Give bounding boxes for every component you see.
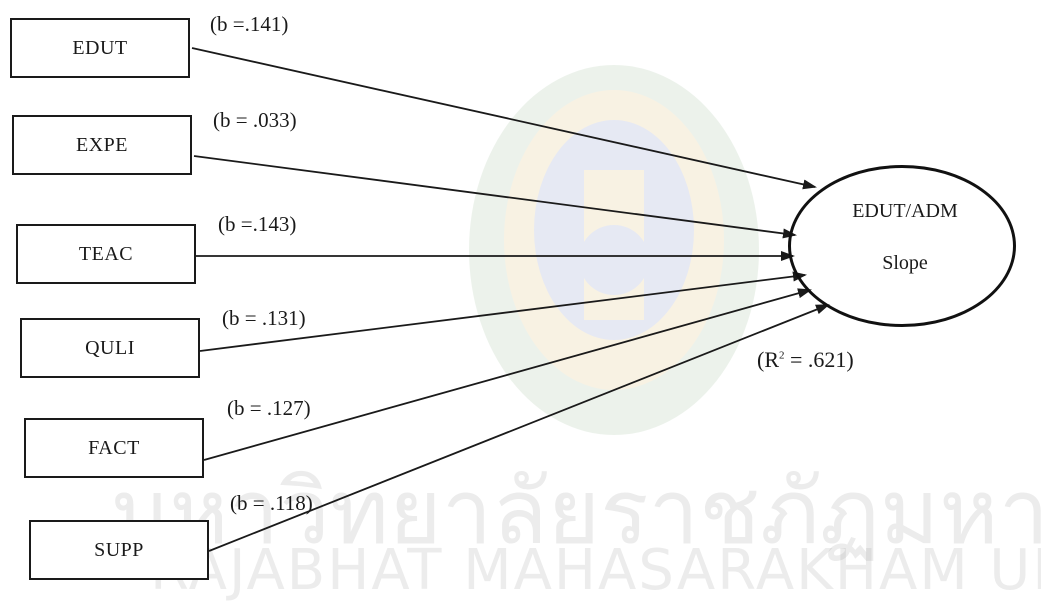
- predictor-label: FACT: [88, 436, 140, 459]
- r-squared-value: = .621): [784, 347, 854, 372]
- arrow-edut: [191, 47, 817, 190]
- coef-label-expe: (b = .033): [213, 108, 297, 132]
- arrow-expe: [193, 155, 797, 239]
- coef-label-quli: (b = .131): [222, 306, 306, 330]
- predictor-box-supp: SUPP: [29, 520, 209, 580]
- predictor-label: EXPE: [76, 133, 128, 156]
- outcome-subtitle: Slope: [882, 252, 928, 274]
- arrow-fact: [203, 288, 812, 461]
- watermark-thai-text: มหาวิทยาลัยราชภัฏมหาสารคาม: [110, 460, 1041, 565]
- predictor-box-fact: FACT: [24, 418, 204, 478]
- predictor-box-quli: QULI: [20, 318, 200, 378]
- predictor-label: SUPP: [94, 538, 144, 561]
- coef-label-supp: (b = .118): [230, 491, 313, 515]
- r-squared-prefix: (R: [757, 347, 779, 372]
- predictor-box-edut: EDUT: [10, 18, 190, 78]
- outcome-ellipse: [788, 165, 1016, 327]
- predictor-label: TEAC: [78, 242, 134, 265]
- path-diagram: [191, 47, 830, 552]
- predictor-label: QULI: [85, 336, 135, 359]
- outcome-title: EDUT/ADM: [852, 200, 958, 222]
- predictor-label: EDUT: [72, 36, 128, 59]
- r-squared-label: (R2 = .621): [757, 347, 854, 373]
- r-squared-exponent: 2: [779, 349, 785, 362]
- predictor-box-expe: EXPE: [12, 115, 192, 175]
- arrow-supp: [208, 304, 830, 552]
- coef-label-teac: (b =.143): [218, 212, 297, 236]
- coef-label-edut: (b =.141): [210, 12, 289, 36]
- predictor-box-teac: TEAC: [16, 224, 196, 284]
- arrow-quli: [199, 271, 807, 352]
- coef-label-fact: (b = .127): [227, 396, 311, 420]
